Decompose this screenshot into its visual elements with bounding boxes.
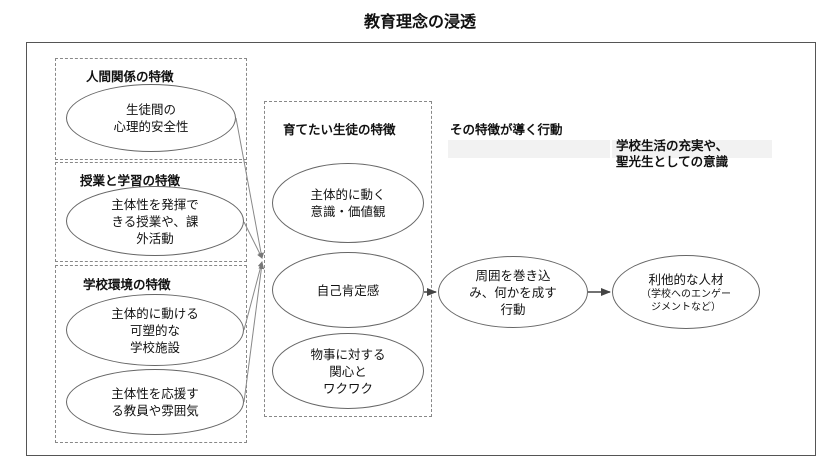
- node-proactive-values: 主体的に動く 意識・価値観: [272, 163, 424, 243]
- arrow-facilities-to-traits: [243, 261, 264, 331]
- action-header-shade: [448, 140, 610, 158]
- diagram-title: 教育理念の浸透: [363, 12, 476, 31]
- group-human-relations: [55, 58, 247, 160]
- node-supportive-teachers: 主体性を応援す る教員や雰囲気: [66, 369, 244, 435]
- arrow-teachers-to-traits: [243, 263, 265, 403]
- node-flexible-facilities: 主体的に動ける 可塑的な 学校施設: [66, 294, 244, 366]
- diagram-frame: [26, 42, 816, 456]
- outcome-header: 学校生活の充実や、 聖光生としての意識: [616, 138, 729, 169]
- arrow-classes-to-traits: [243, 221, 263, 259]
- group-class-learning: [55, 162, 247, 262]
- group-human-relations-label: 人間関係の特徴: [86, 69, 174, 84]
- node-altruistic-talent: 利他的な人材 （学校へのエンゲー ジメントなど）: [612, 255, 760, 329]
- group-class-learning-label: 授業と学習の特徴: [80, 173, 181, 188]
- node-altruistic-talent-sub: （学校へのエンゲー ジメントなど）: [641, 288, 731, 313]
- action-header: その特徴が導く行動: [450, 122, 563, 137]
- group-school-environment: [55, 265, 247, 443]
- node-involving-action: 周囲を巻き込 み、何かを成す 行動: [438, 256, 588, 328]
- node-psychological-safety: 生徒間の 心理的安全性: [66, 84, 236, 152]
- traits-header: 育てたい生徒の特徴: [283, 122, 396, 137]
- outcome-header-shade: [612, 140, 772, 158]
- node-altruistic-talent-main: 利他的な人材: [648, 271, 724, 287]
- group-school-environment-label: 学校環境の特徴: [83, 277, 171, 292]
- node-interest-excitement: 物事に対する 関心と ワクワク: [272, 333, 424, 409]
- node-self-esteem: 自己肯定感: [272, 252, 424, 328]
- arrow-safety-to-traits: [235, 117, 265, 259]
- node-active-classes: 主体性を発揮で きる授業や、課 外活動: [66, 186, 244, 256]
- group-student-traits: [264, 101, 432, 417]
